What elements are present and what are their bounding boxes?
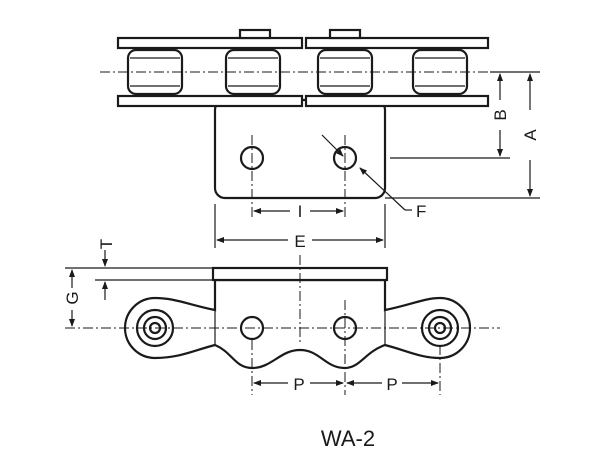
side-view: [65, 255, 500, 395]
dim-label-p1: P: [293, 375, 304, 394]
dim-label-e: E: [294, 232, 305, 251]
dim-label-p2: P: [386, 375, 397, 394]
dim-label-f: F: [416, 202, 426, 221]
dim-label-b: B: [491, 109, 510, 120]
top-view: [100, 28, 540, 220]
f-leader-line: [359, 167, 406, 211]
dim-label-i: I: [298, 202, 303, 221]
side-link-plate: [123, 278, 472, 370]
pin-head: [238, 28, 272, 40]
roller: [316, 48, 374, 96]
link-plate-bottom-right: [304, 94, 490, 108]
link-plate-top-right: [304, 36, 490, 50]
link-plate-top-left: [116, 36, 304, 50]
dim-label-a: A: [521, 129, 540, 141]
f-leader-arrow: [321, 134, 344, 157]
link-plate-bottom-left: [116, 94, 304, 108]
roller: [411, 48, 469, 96]
pin-head: [328, 28, 362, 40]
dim-label-g: G: [63, 291, 82, 304]
attachment-plate-top: [213, 98, 387, 200]
diagram-title: WA-2: [321, 426, 375, 451]
dim-label-t: T: [97, 239, 116, 249]
